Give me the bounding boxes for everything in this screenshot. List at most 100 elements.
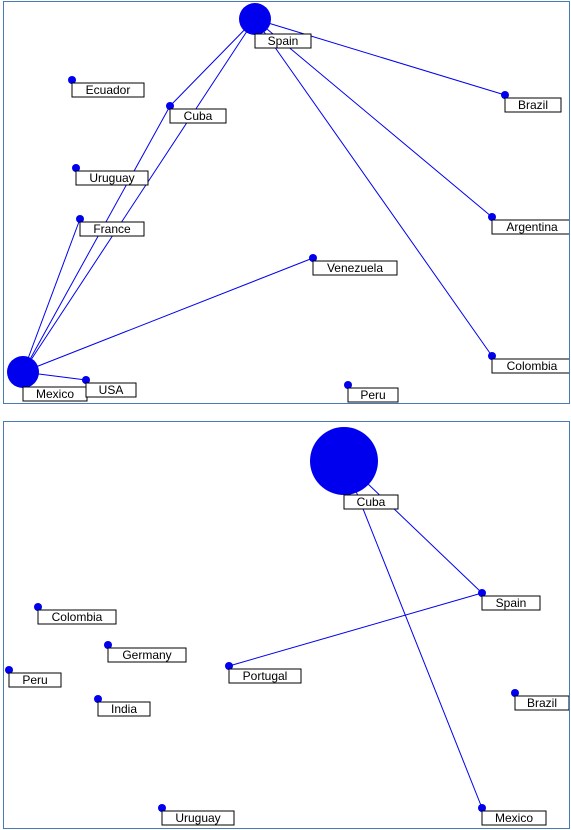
label-text: Colombia bbox=[507, 359, 558, 373]
edge-cuba-mexico bbox=[22, 105, 171, 373]
node-spain[interactable] bbox=[478, 589, 486, 597]
label-box bbox=[347, 387, 399, 403]
label-text: Spain bbox=[268, 34, 299, 48]
label-text: Brazil bbox=[527, 696, 557, 710]
node-label-argentina: Argentina bbox=[491, 219, 569, 235]
label-text: Uruguay bbox=[89, 171, 134, 185]
label-text: USA bbox=[99, 383, 124, 397]
label-text: Spain bbox=[496, 596, 527, 610]
node-label-brazil: Brazil bbox=[514, 695, 569, 711]
label-text: France bbox=[93, 222, 131, 236]
label-box bbox=[514, 695, 569, 711]
node-cuba[interactable] bbox=[310, 427, 378, 495]
node-label-cuba: Cuba bbox=[343, 494, 399, 510]
edge-layer bbox=[22, 18, 506, 381]
label-box bbox=[97, 701, 151, 717]
edge-spain-portugal bbox=[228, 592, 483, 667]
node-layer bbox=[5, 427, 519, 812]
label-text: India bbox=[111, 702, 137, 716]
edge-spain-colombia bbox=[254, 18, 493, 357]
edge-layer bbox=[228, 460, 483, 809]
node-france[interactable] bbox=[76, 215, 84, 223]
node-label-ecuador: Ecuador bbox=[71, 82, 145, 98]
node-india[interactable] bbox=[94, 695, 102, 703]
edge-spain-brazil bbox=[254, 18, 506, 96]
node-label-spain: Spain bbox=[254, 33, 312, 49]
node-label-venezuela: Venezuela bbox=[312, 260, 398, 276]
label-box bbox=[75, 170, 149, 186]
label-box bbox=[481, 810, 547, 826]
edge-france-mexico bbox=[22, 218, 81, 373]
node-spain[interactable] bbox=[239, 3, 271, 35]
node-label-colombia: Colombia bbox=[37, 609, 117, 625]
node-portugal[interactable] bbox=[225, 662, 233, 670]
node-label-india: India bbox=[97, 701, 151, 717]
node-layer bbox=[7, 3, 509, 389]
node-label-france: France bbox=[79, 221, 145, 237]
edge-spain-argentina bbox=[254, 18, 493, 218]
node-label-spain: Spain bbox=[481, 595, 541, 611]
label-box bbox=[312, 260, 398, 276]
label-box bbox=[481, 595, 541, 611]
edge-venezuela-mexico bbox=[22, 257, 314, 373]
node-label-colombia: Colombia bbox=[491, 358, 569, 374]
node-mexico[interactable] bbox=[478, 804, 486, 812]
node-peru[interactable] bbox=[5, 666, 13, 674]
label-box bbox=[85, 382, 137, 398]
node-label-germany: Germany bbox=[107, 647, 187, 663]
label-text: Ecuador bbox=[86, 83, 131, 97]
node-label-peru: Peru bbox=[8, 672, 62, 688]
edge-spain-cuba bbox=[169, 18, 256, 107]
node-label-peru: Peru bbox=[347, 387, 399, 403]
node-label-mexico: Mexico bbox=[22, 386, 88, 402]
node-colombia[interactable] bbox=[488, 352, 496, 360]
label-text: Uruguay bbox=[175, 811, 220, 825]
label-text: Brazil bbox=[518, 98, 548, 112]
node-brazil[interactable] bbox=[511, 689, 519, 697]
node-brazil[interactable] bbox=[501, 91, 509, 99]
node-germany[interactable] bbox=[104, 641, 112, 649]
node-label-brazil: Brazil bbox=[504, 97, 562, 113]
node-argentina[interactable] bbox=[488, 213, 496, 221]
node-colombia[interactable] bbox=[34, 603, 42, 611]
node-ecuador[interactable] bbox=[68, 76, 76, 84]
label-box bbox=[37, 609, 117, 625]
node-peru[interactable] bbox=[344, 381, 352, 389]
label-text: Mexico bbox=[36, 387, 74, 401]
label-text: Peru bbox=[22, 673, 47, 687]
label-text: Venezuela bbox=[327, 261, 383, 275]
label-text: Cuba bbox=[357, 495, 386, 509]
label-text: Cuba bbox=[184, 109, 213, 123]
edge-cuba-mexico bbox=[343, 460, 483, 809]
label-text: Argentina bbox=[506, 220, 558, 234]
node-label-portugal: Portugal bbox=[228, 668, 302, 684]
node-label-uruguay: Uruguay bbox=[161, 810, 235, 826]
label-text: Germany bbox=[122, 648, 171, 662]
label-text: Portugal bbox=[243, 669, 288, 683]
edge-spain-mexico bbox=[22, 18, 256, 373]
label-box bbox=[254, 33, 312, 49]
node-label-usa: USA bbox=[85, 382, 137, 398]
label-box bbox=[504, 97, 562, 113]
label-box bbox=[107, 647, 187, 663]
label-box bbox=[491, 358, 569, 374]
node-uruguay[interactable] bbox=[72, 164, 80, 172]
node-label-cuba: Cuba bbox=[169, 108, 227, 124]
label-box bbox=[343, 494, 399, 510]
node-uruguay[interactable] bbox=[158, 804, 166, 812]
label-box bbox=[228, 668, 302, 684]
label-text: Peru bbox=[360, 388, 385, 402]
node-usa[interactable] bbox=[82, 376, 90, 384]
node-venezuela[interactable] bbox=[309, 254, 317, 262]
label-box bbox=[8, 672, 62, 688]
label-box bbox=[161, 810, 235, 826]
node-cuba[interactable] bbox=[166, 102, 174, 110]
label-box bbox=[169, 108, 227, 124]
node-mexico[interactable] bbox=[7, 356, 39, 388]
label-box bbox=[79, 221, 145, 237]
label-box bbox=[71, 82, 145, 98]
